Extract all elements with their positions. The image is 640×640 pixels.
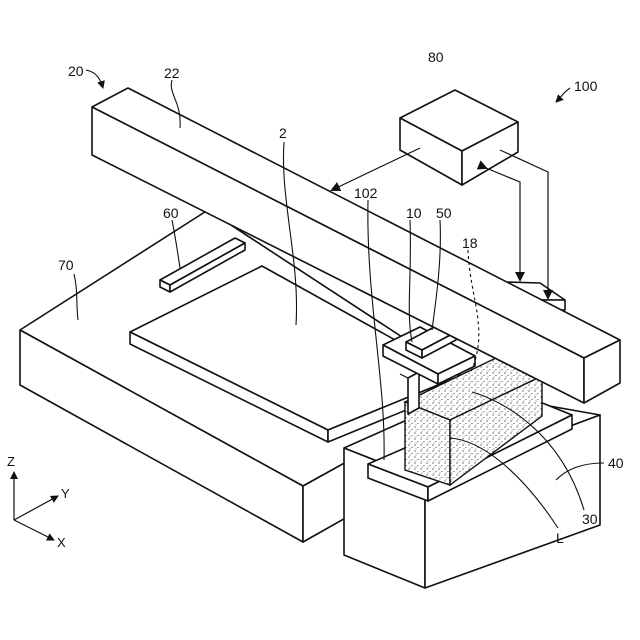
label-30: 30: [582, 511, 598, 527]
label-100: 100: [574, 78, 598, 94]
label-20: 20: [68, 63, 84, 79]
label-40: 40: [608, 455, 624, 471]
label-60: 60: [163, 205, 179, 221]
label-18: 18: [462, 235, 478, 251]
label-L: L: [556, 530, 564, 546]
label-50: 50: [436, 205, 452, 221]
label-102: 102: [354, 185, 378, 201]
label-2: 2: [279, 125, 287, 141]
axis-label-x: X: [57, 535, 66, 550]
controller-80: [400, 90, 518, 185]
label-22: 22: [164, 65, 180, 81]
axis-label-y: Y: [61, 486, 70, 501]
axis-labels: Z Y X: [7, 454, 70, 550]
label-70: 70: [58, 257, 74, 273]
label-10: 10: [406, 205, 422, 221]
label-80: 80: [428, 49, 444, 65]
axis-indicator: [14, 472, 58, 540]
axis-label-z: Z: [7, 454, 15, 469]
